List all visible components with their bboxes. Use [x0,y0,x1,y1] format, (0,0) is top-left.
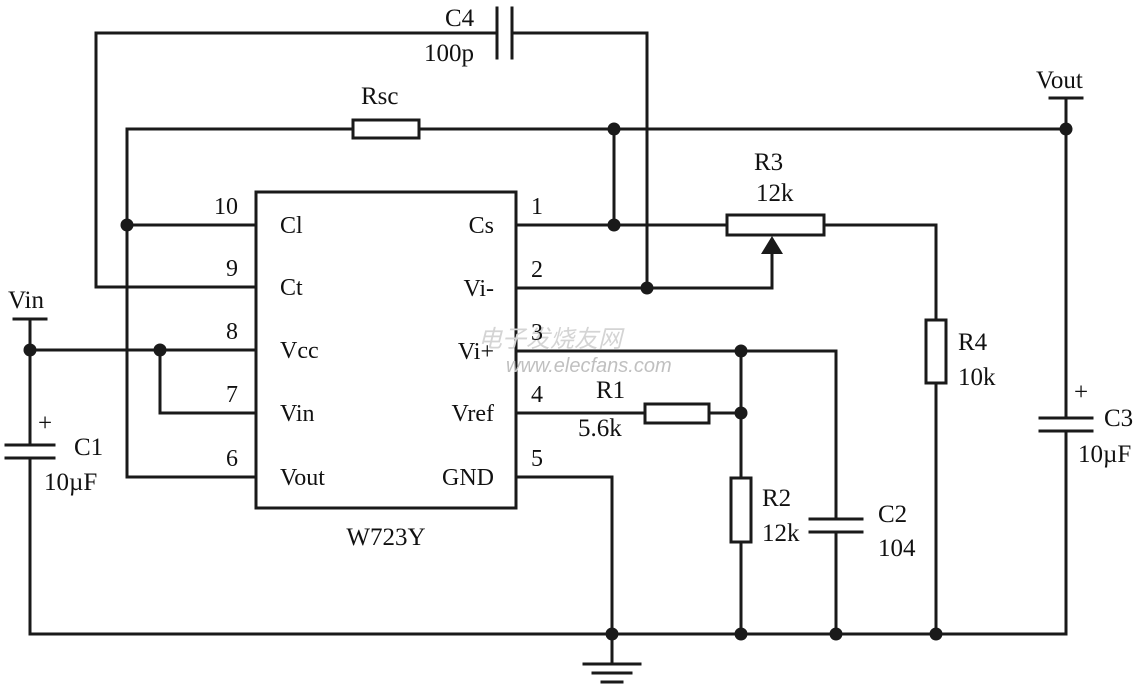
c3-value: 10µF [1078,441,1131,468]
ic-left-pin-stubs [28,223,258,479]
c4-value: 100p [424,40,474,67]
pin-number-2: 2 [531,257,543,283]
potentiometer-r3 [725,213,826,237]
ic-name: W723Y [346,524,425,551]
r1-ref: R1 [596,377,625,404]
rsc-ref: Rsc [361,83,399,110]
junction-dots [23,122,1073,641]
r3-wiper [761,236,783,290]
r3-value: 12k [756,180,794,207]
vout-port [1048,96,1084,420]
r2-ref: R2 [762,485,791,512]
c2-value: 104 [878,535,916,562]
pin-number-9: 9 [226,256,238,282]
pin-number-6: 6 [226,446,238,472]
pin-name-ct: Ct [280,275,303,301]
pin-name-vin: Vin [280,401,315,427]
r4-value: 10k [958,364,996,391]
c1-ref: C1 [74,434,103,461]
pin-name-vout: Vout [280,465,325,491]
r3-to-r4-wire [822,223,938,322]
r2-value: 12k [762,520,800,547]
vin-port [12,317,162,447]
ic-right-pin-stubs [514,223,838,479]
rsc-wire [125,127,1068,479]
capacitor-c4 [495,6,514,60]
r3-ref: R3 [754,149,783,176]
watermark-chinese: 电子发烧友网 [478,325,625,353]
pin-number-3: 3 [531,320,543,346]
c1-polarity: + [38,410,52,437]
pin-name-vcc: Vcc [280,338,319,364]
pin-name-vi-minus: Vi- [463,276,494,302]
watermark-url: www.elecfans.com [506,355,672,377]
vin-port-label: Vin [8,287,44,314]
resistor-r2 [729,476,753,544]
resistor-r4 [924,318,948,385]
resistor-rsc [351,118,421,140]
c3-ref: C3 [1104,405,1133,432]
capacitor-c1 [4,443,56,636]
pin-name-gnd: GND [442,465,494,491]
c2-ref: C2 [878,501,907,528]
resistor-r1 [643,402,711,425]
pin-name-vi-plus: Vi+ [458,339,494,365]
r1-value: 5.6k [578,415,622,442]
vout-port-label: Vout [1036,67,1083,94]
c4-loop-wire [94,31,649,290]
pin-number-8: 8 [226,319,238,345]
pin-number-1: 1 [531,194,543,220]
pin-number-5: 5 [531,446,543,472]
ic-body [254,190,518,510]
ground-symbol [582,662,642,684]
r4-ref: R4 [958,329,988,356]
capacitor-c3 [1038,416,1094,636]
c3-polarity: + [1074,379,1088,406]
c1-value: 10µF [44,469,97,496]
pin-name-cl: Cl [280,213,303,239]
pin-number-10: 10 [214,194,238,220]
c4-ref: C4 [445,5,475,32]
pin-number-4: 4 [531,382,543,408]
pin-name-cs: Cs [469,213,494,239]
pin-number-7: 7 [226,382,238,408]
pin-name-vref: Vref [451,401,494,427]
capacitor-c2 [808,517,864,534]
